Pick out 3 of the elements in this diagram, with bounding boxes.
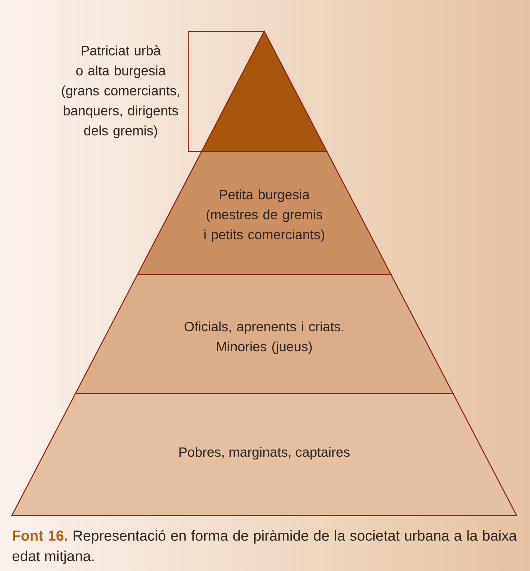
tier-label: Patriciat urbà o alta burgesia (grans comerciants, banquers, dirigents dels gremis): [62, 46, 180, 138]
node-label: Pobres, marginats, captaires: [180, 447, 350, 460]
caption: Font 16. Representació en forma de piràmide de la societat urbana a la baixa edat mitjana.: [12, 530, 518, 564]
